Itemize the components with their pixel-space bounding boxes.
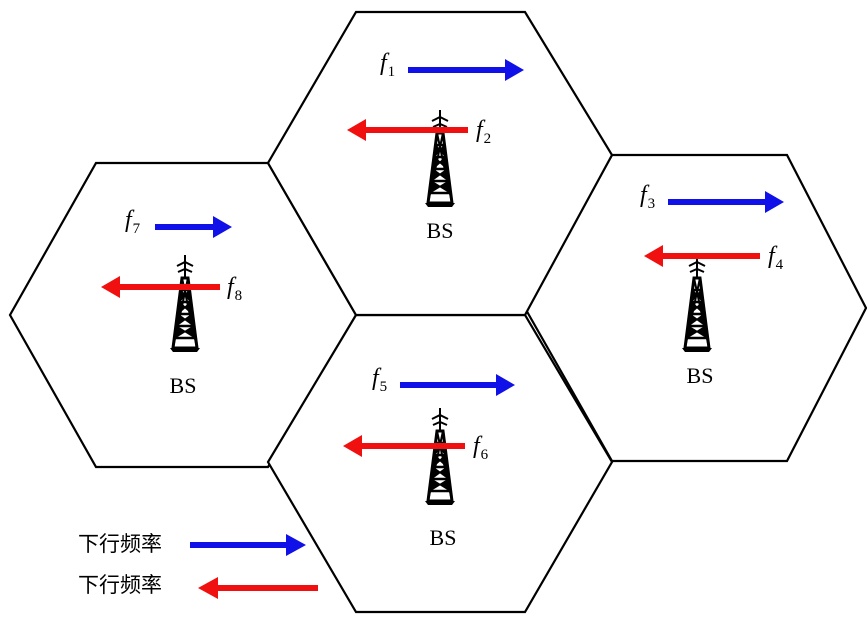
cell-top-uplink-label-letter: f	[476, 117, 486, 143]
cell-center-downlink-label-subscript: 5	[380, 379, 388, 395]
cell-right-uplink-label: f4	[768, 243, 784, 273]
cell-top-uplink-label-subscript: 2	[484, 131, 492, 147]
cell-left-uplink-label-subscript: 8	[235, 288, 243, 304]
cell-top-downlink-label-subscript: 1	[388, 64, 396, 80]
cell-top-uplink-arrow	[347, 119, 468, 141]
cell-right-uplink-label-subscript: 4	[776, 257, 784, 273]
cell-top-uplink-arrow-head	[347, 119, 366, 141]
base-station-label: BS	[430, 525, 457, 550]
cell-top-downlink-arrow-head	[505, 59, 524, 81]
cell-center-uplink-label-subscript: 6	[481, 447, 489, 463]
cell-center-downlink-label-letter: f	[372, 365, 382, 391]
cell-center-downlink-arrow-head	[496, 374, 515, 396]
cell-right-downlink-arrow	[668, 191, 784, 213]
base-station-label: BS	[170, 373, 197, 398]
legend-downlink-arrowhead	[286, 534, 306, 556]
cell-left-uplink-arrow-head	[101, 276, 120, 298]
cell-left-downlink-label-subscript: 7	[133, 221, 141, 237]
cell-center-downlink-label: f5	[372, 365, 387, 395]
cell-right-downlink-label-letter: f	[640, 182, 650, 208]
cell-left-uplink-label: f8	[227, 274, 242, 304]
cell-left-downlink-label: f7	[125, 207, 141, 237]
legend-downlink-label: 下行频率	[78, 532, 162, 556]
legend-uplink-label: 下行频率	[78, 573, 162, 597]
cell-left-downlink-arrow	[155, 216, 232, 238]
cell-center-downlink-arrow	[400, 374, 515, 396]
cell-right-uplink-arrow-head	[644, 245, 663, 267]
cell-center-uplink-label: f6	[473, 433, 489, 463]
base-station-label: BS	[427, 218, 454, 243]
cell-top-downlink-label: f1	[380, 50, 395, 80]
base-station-label: BS	[687, 363, 714, 388]
cell-center-uplink-label-letter: f	[473, 433, 483, 459]
cell-left-uplink-label-letter: f	[227, 274, 237, 300]
cell-right-downlink-label: f3	[640, 182, 655, 212]
cell-left-downlink-arrow-head	[213, 216, 232, 238]
cell-right-uplink-label-letter: f	[768, 243, 778, 269]
legend-uplink-arrowhead	[198, 577, 218, 599]
legend: 下行频率 下行频率	[78, 532, 318, 599]
cell-center-uplink-arrow-head	[343, 435, 362, 457]
cell-center-uplink-arrow	[343, 435, 465, 457]
cell-left-uplink-arrow	[101, 276, 220, 298]
cell-top-uplink-label: f2	[476, 117, 491, 147]
cell-right-downlink-arrow-head	[765, 191, 784, 213]
cell-right-uplink-arrow	[644, 245, 760, 267]
cell-top-downlink-arrow	[408, 59, 524, 81]
cell-left-downlink-label-letter: f	[125, 207, 135, 233]
cell-right-downlink-label-subscript: 3	[648, 196, 656, 212]
cell-top-downlink-label-letter: f	[380, 50, 390, 76]
